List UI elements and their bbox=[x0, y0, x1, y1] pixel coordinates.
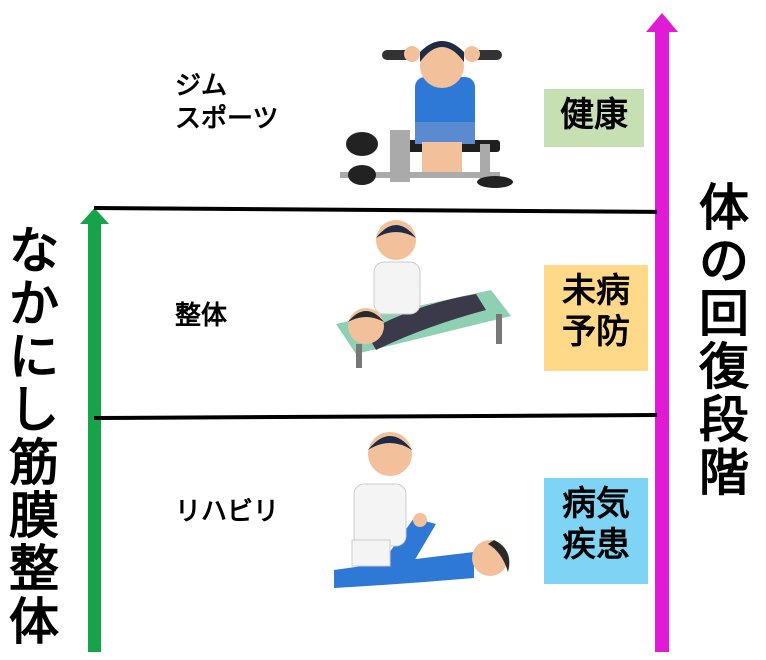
left-progress-arrow bbox=[88, 222, 101, 652]
bodywork-treatment-illustration bbox=[336, 220, 511, 368]
level-label-bodywork: 整体 bbox=[175, 301, 228, 331]
right-title-char: 段 bbox=[699, 391, 749, 449]
gym-workout-illustration bbox=[340, 41, 513, 188]
right-arrow-head bbox=[646, 13, 678, 32]
right-title-char: 体 bbox=[699, 179, 749, 237]
rehabilitation-illustration bbox=[334, 432, 510, 588]
badge-health: 健康 bbox=[544, 89, 644, 147]
right-title-char: 回 bbox=[699, 285, 749, 343]
left-title-char: に bbox=[9, 328, 59, 386]
left-title-char: 整 bbox=[9, 540, 59, 598]
left-title-char: 体 bbox=[9, 593, 59, 651]
right-title-char: 復 bbox=[699, 338, 749, 396]
right-title-char: の bbox=[699, 232, 749, 290]
badge-illness: 病気 疾患 bbox=[544, 478, 648, 584]
left-vertical-title: な か に し 筋 膜 整 体 bbox=[4, 225, 64, 649]
level-label-rehab: リハビリ bbox=[175, 497, 280, 527]
right-title-char: 階 bbox=[699, 444, 749, 502]
level-label-gym: ジム スポーツ bbox=[175, 71, 279, 134]
right-progress-arrow bbox=[655, 30, 669, 652]
left-title-char: 筋 bbox=[9, 434, 59, 492]
left-title-char: か bbox=[9, 275, 59, 333]
left-title-char: 膜 bbox=[9, 487, 59, 545]
left-title-char: し bbox=[9, 381, 59, 439]
left-title-char: な bbox=[9, 222, 59, 280]
left-arrow-head bbox=[80, 208, 109, 224]
badge-prevention: 未病 予防 bbox=[544, 265, 648, 371]
right-vertical-title: 体 の 回 復 段 階 bbox=[694, 182, 754, 500]
